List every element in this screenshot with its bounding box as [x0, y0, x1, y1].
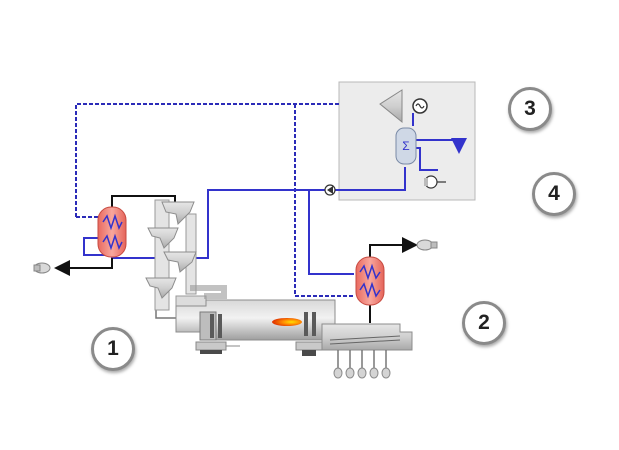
flame-icon	[272, 318, 302, 326]
fan-icon	[33, 262, 51, 274]
callout-3-label: 3	[524, 97, 536, 120]
rotary-kiln	[175, 299, 336, 356]
callout-1-label: 1	[107, 337, 119, 360]
callout-2-label: 2	[478, 311, 490, 334]
cooling-fan-icon	[333, 367, 391, 379]
dashed-steam-network	[75, 103, 354, 297]
preheater-heat-exchanger	[97, 206, 127, 258]
svg-text:Σ: Σ	[402, 139, 409, 153]
callout-2: 2	[462, 301, 506, 345]
callout-4: 4	[532, 172, 576, 216]
preheater-tower	[145, 199, 227, 311]
condenser-icon: Σ	[395, 127, 417, 165]
generator-icon	[412, 98, 428, 114]
callout-1: 1	[91, 327, 135, 371]
callout-4-label: 4	[548, 182, 560, 205]
callout-3: 3	[508, 87, 552, 131]
pump-icon	[424, 175, 446, 189]
turbine-icon	[379, 89, 403, 124]
fan-icon	[416, 239, 438, 251]
clinker-cooler	[321, 323, 413, 379]
cooler-heat-exchanger	[355, 256, 385, 306]
pump-icon	[324, 184, 336, 196]
